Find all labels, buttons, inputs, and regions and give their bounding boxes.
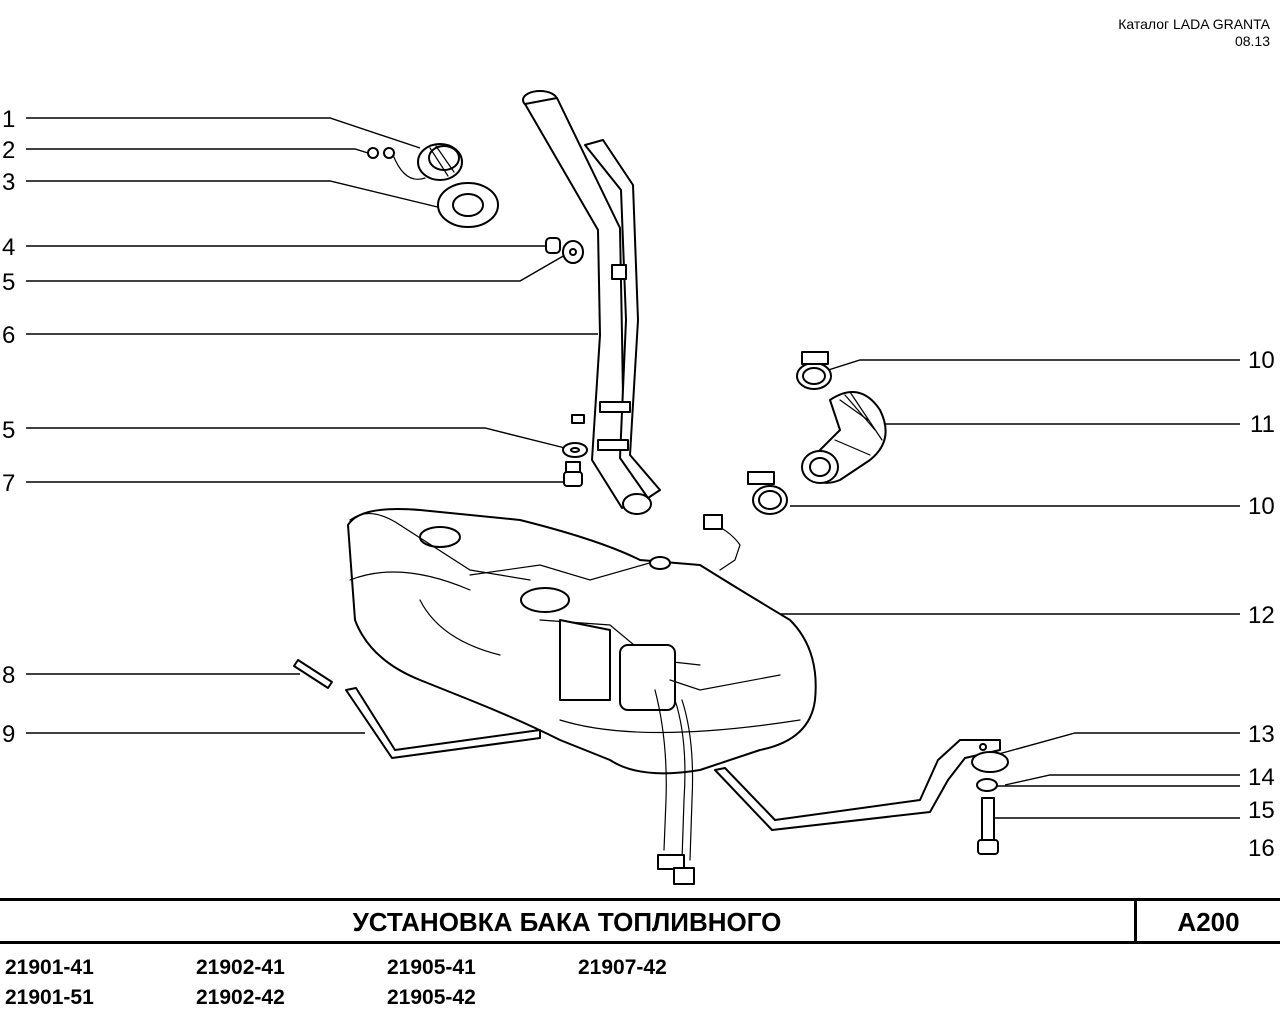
strap-bolt [977,797,999,855]
filler-pipe [522,90,661,515]
callout-5-lower: 5 [2,417,15,444]
model-code: 21907-42 [578,956,667,979]
callout-16: 16 [1248,835,1275,862]
rod [293,659,333,689]
callout-1: 1 [2,106,15,133]
callout-12: 12 [1248,602,1275,629]
hose-clamp-upper [796,351,832,390]
callout-9: 9 [2,721,15,748]
model-code: 21901-51 [5,986,94,1009]
fuel-lines [654,689,695,885]
tank-strap-left [345,687,541,759]
model-code: 21902-42 [196,986,285,1009]
catalog-header: Каталог LADA GRANTA 08.13 [1118,16,1270,50]
catalog-name: Каталог LADA GRANTA [1118,16,1270,32]
hose-clamp-lower [747,471,788,515]
filler-gasket [437,182,499,228]
callout-3: 3 [2,169,15,196]
cap-tether [367,147,426,180]
callout-10-upper: 10 [1248,347,1275,374]
callout-14: 14 [1248,764,1275,791]
bolt [563,461,583,487]
fuel-tank [347,508,817,775]
callout-5: 5 [2,269,15,296]
catalog-date: 08.13 [1234,33,1270,49]
title-bar: УСТАНОВКА БАКА ТОПЛИВНОГО А200 [0,898,1280,944]
washer-large [971,751,1009,773]
model-code: 21905-42 [387,986,476,1009]
title-divider [1134,901,1137,941]
corrugated-hose [801,391,887,484]
callout-8: 8 [2,662,15,689]
callout-4: 4 [2,234,15,261]
callout-2: 2 [2,137,15,164]
tank-strap-right [714,739,1001,831]
section-code: А200 [1177,907,1240,937]
callout-11: 11 [1250,411,1275,438]
spring-washer [976,778,998,792]
callout-6: 6 [2,322,15,349]
callout-7: 7 [2,470,15,497]
filler-cap [417,143,463,181]
nut [545,237,561,254]
washer-upper [562,240,584,264]
exploded-parts-diagram: 1 2 3 4 5 6 5 7 8 9 10 11 10 12 13 14 15… [2,90,1275,885]
callout-13: 13 [1248,721,1275,748]
model-code: 21905-41 [387,956,476,979]
leader-lines [26,117,1240,819]
callout-10-lower: 10 [1248,493,1275,520]
callout-15: 15 [1248,797,1275,824]
model-code: 21902-41 [196,956,285,979]
section-title: УСТАНОВКА БАКА ТОПЛИВНОГО [352,907,782,937]
model-code: 21901-41 [5,956,94,979]
washer-lower [562,442,588,458]
